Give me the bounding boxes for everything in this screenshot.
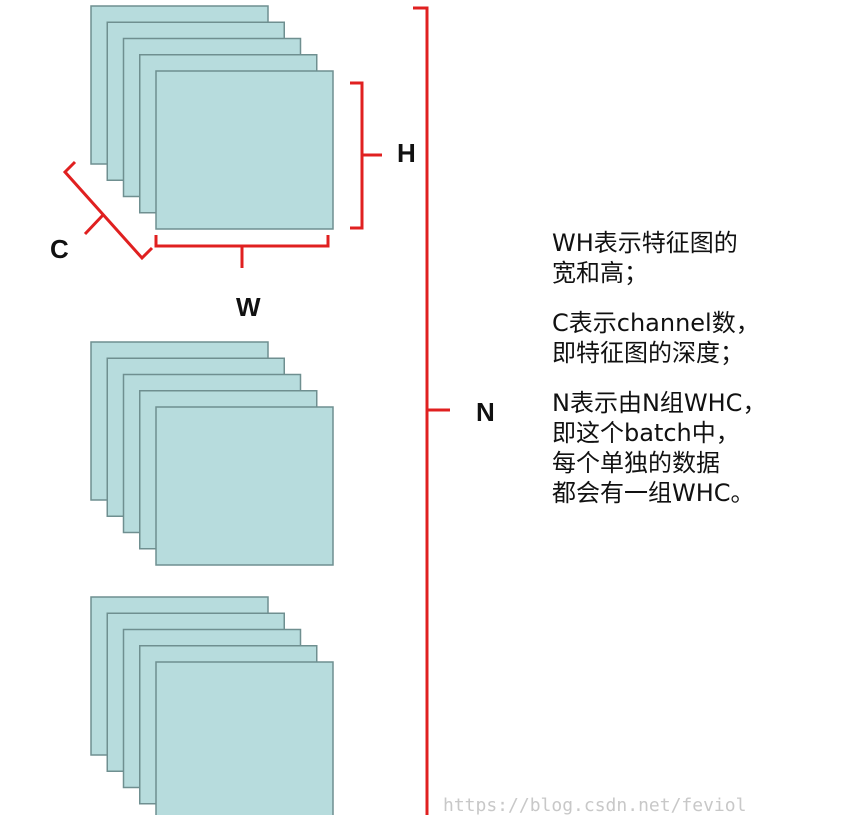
description-wh: WH表示特征图的 宽和高； [552,229,738,287]
label-c: C [50,234,69,264]
n-bracket [413,6,450,815]
h-bracket [350,81,382,230]
feature-map-sheet [155,70,334,230]
feature-map-stacks [90,5,334,815]
description-n: N表示由N组WHC， 即这个batch中， 每个单独的数据 都会有一组WHC。 [552,389,767,507]
label-h: H [397,138,416,168]
description-c: C表示channel数， 即特征图的深度； [552,309,760,367]
watermark: https://blog.csdn.net/feviol [443,795,746,815]
label-n: N [476,397,495,427]
feature-map-stack [90,341,334,566]
w-bracket [154,235,330,268]
feature-map-stack [90,5,334,230]
description-panel: WH表示特征图的 宽和高； C表示channel数， 即特征图的深度； N表示由… [552,228,832,528]
c-bracket [62,160,154,261]
feature-map-stack [90,596,334,815]
label-w: W [236,292,261,322]
feature-map-sheet [155,406,334,566]
feature-map-sheet [155,661,334,815]
